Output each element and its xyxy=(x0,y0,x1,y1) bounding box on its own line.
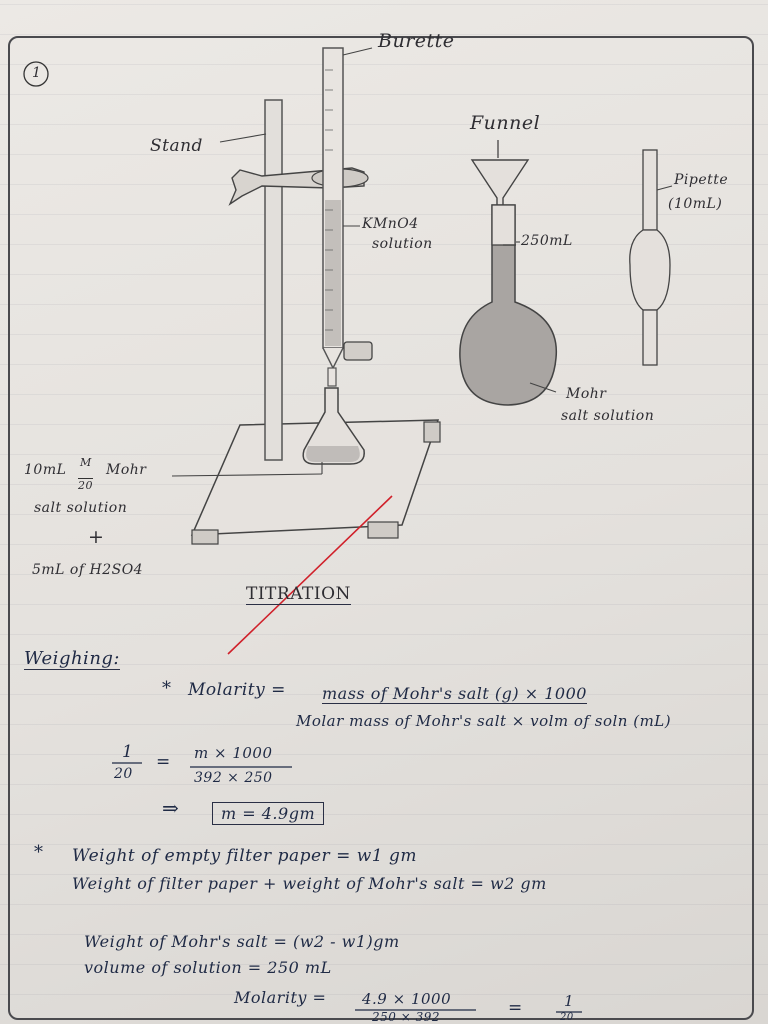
pipette-bulb xyxy=(629,229,671,311)
label-kmno4-solution: solution xyxy=(372,236,433,252)
label-flask-volume: 250mL xyxy=(521,233,573,249)
conical-flask xyxy=(302,387,365,465)
implies-arrow: ⇒ xyxy=(162,796,180,820)
weight-empty-paper: Weight of empty filter paper = w1 gm xyxy=(72,846,417,866)
label-burette: Burette xyxy=(378,30,455,52)
label-stand: Stand xyxy=(150,136,203,156)
molarity2-rhs-num: 1 xyxy=(564,992,575,1010)
volume-of-solution: volume of solution = 250 mL xyxy=(84,958,332,977)
molarity-denominator: Molar mass of Mohr's salt × volm of soln… xyxy=(296,712,672,730)
label-contents-fraction-num: M xyxy=(80,456,92,469)
star-bullet-1: * xyxy=(162,678,172,699)
molarity-numerator: mass of Mohr's salt (g) × 1000 xyxy=(322,684,587,704)
volumetric-flask xyxy=(459,204,558,406)
label-pipette: Pipette xyxy=(674,172,729,188)
eq-equals: = xyxy=(156,752,171,772)
stand-base xyxy=(190,419,440,536)
base-foot-back xyxy=(423,421,441,443)
label-contents-mohr: Mohr xyxy=(106,462,147,478)
base-foot-right xyxy=(367,521,399,539)
label-mohr-solution: salt solution xyxy=(561,408,655,424)
pipette-stem xyxy=(642,149,658,231)
label-contents-acid: 5mL of H2SO4 xyxy=(32,562,144,578)
molarity-label: Molarity = xyxy=(188,680,286,700)
page-number-circle xyxy=(23,61,49,87)
eq-rhs-num: m × 1000 xyxy=(194,744,273,762)
label-pipette-volume: (10mL) xyxy=(668,196,723,212)
burette-stopcock xyxy=(343,341,373,361)
label-kmno4: KMnO4 xyxy=(362,216,419,232)
stand-rod xyxy=(264,99,283,461)
page-border xyxy=(8,36,754,1020)
molarity2-denominator: 250 × 392 xyxy=(372,1010,440,1024)
weight-of-salt: Weight of Mohr's salt = (w2 - w1)gm xyxy=(84,932,400,951)
weighing-heading: Weighing: xyxy=(24,648,120,670)
page-number: 1 xyxy=(32,65,42,81)
label-contents-volume: 10mL xyxy=(24,462,67,478)
label-contents-salt: salt solution xyxy=(34,500,128,516)
red-ink-mark xyxy=(227,495,393,655)
diagram-title: TITRATION xyxy=(246,584,351,605)
weight-paper-and-salt: Weight of filter paper + weight of Mohr'… xyxy=(72,874,547,893)
label-mohr: Mohr xyxy=(566,386,607,402)
eq-lhs-den: 20 xyxy=(114,766,133,782)
result-box: m = 4.9gm xyxy=(212,802,325,825)
molarity2-label: Molarity = xyxy=(234,988,327,1007)
molarity2-numerator: 4.9 × 1000 xyxy=(362,990,452,1008)
label-contents-plus: + xyxy=(88,526,105,548)
eq-lhs-num: 1 xyxy=(122,742,134,762)
molarity2-equals: = xyxy=(508,998,523,1018)
kmno4-solution xyxy=(325,200,341,346)
label-funnel: Funnel xyxy=(470,112,541,134)
molarity2-rhs-den: 20 xyxy=(560,1012,574,1023)
base-foot-left xyxy=(191,529,219,545)
star-bullet-2: * xyxy=(34,842,44,863)
eq-rhs-den: 392 × 250 xyxy=(194,770,273,786)
label-contents-fraction-den: 20 xyxy=(78,478,93,492)
